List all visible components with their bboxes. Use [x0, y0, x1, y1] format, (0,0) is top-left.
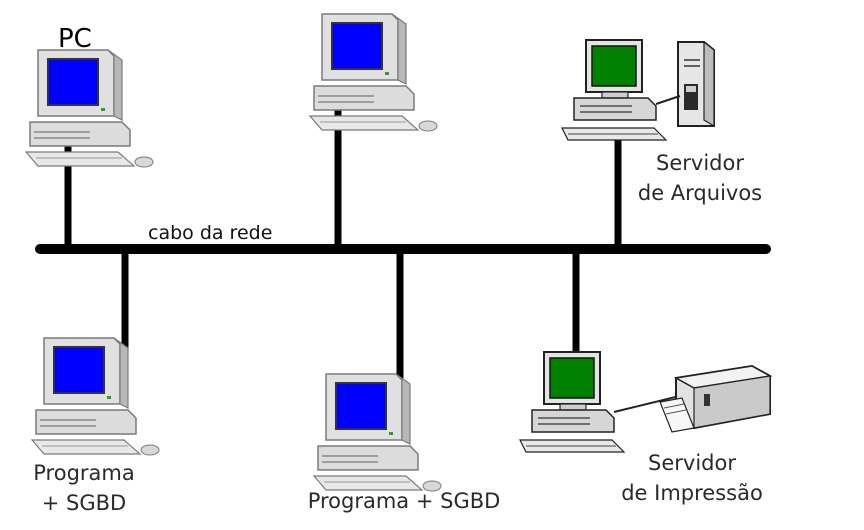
server-link-cable: [655, 95, 681, 105]
pc-icon: [313, 373, 442, 492]
program-left-label-line1: Programa: [33, 461, 135, 485]
pc-label: PC: [58, 24, 92, 54]
printer-icon: [659, 364, 773, 433]
pc-icon: [309, 13, 438, 132]
pc-icon: [31, 337, 160, 456]
print-server-label-line1: Servidor: [648, 451, 736, 475]
file-tower-icon: [677, 40, 715, 128]
file-server-label-line1: Servidor: [656, 151, 744, 175]
print-server-label: Servidor de Impressão: [621, 448, 763, 508]
pc-icon: [25, 49, 154, 168]
program-left-label: Programa + SGBD: [33, 458, 134, 518]
print-server-label-line2: de Impressão: [621, 481, 763, 505]
program-center-label: Programa + SGBD: [307, 489, 501, 513]
server-terminal-icon: [561, 39, 667, 141]
server-terminal-icon: [519, 351, 625, 453]
file-server-label-line2: de Arquivos: [637, 181, 763, 205]
program-left-label-line2: + SGBD: [41, 491, 127, 515]
file-server-label: Servidor de Arquivos: [638, 148, 762, 208]
network-cable-label: cabo da rede: [148, 222, 273, 244]
